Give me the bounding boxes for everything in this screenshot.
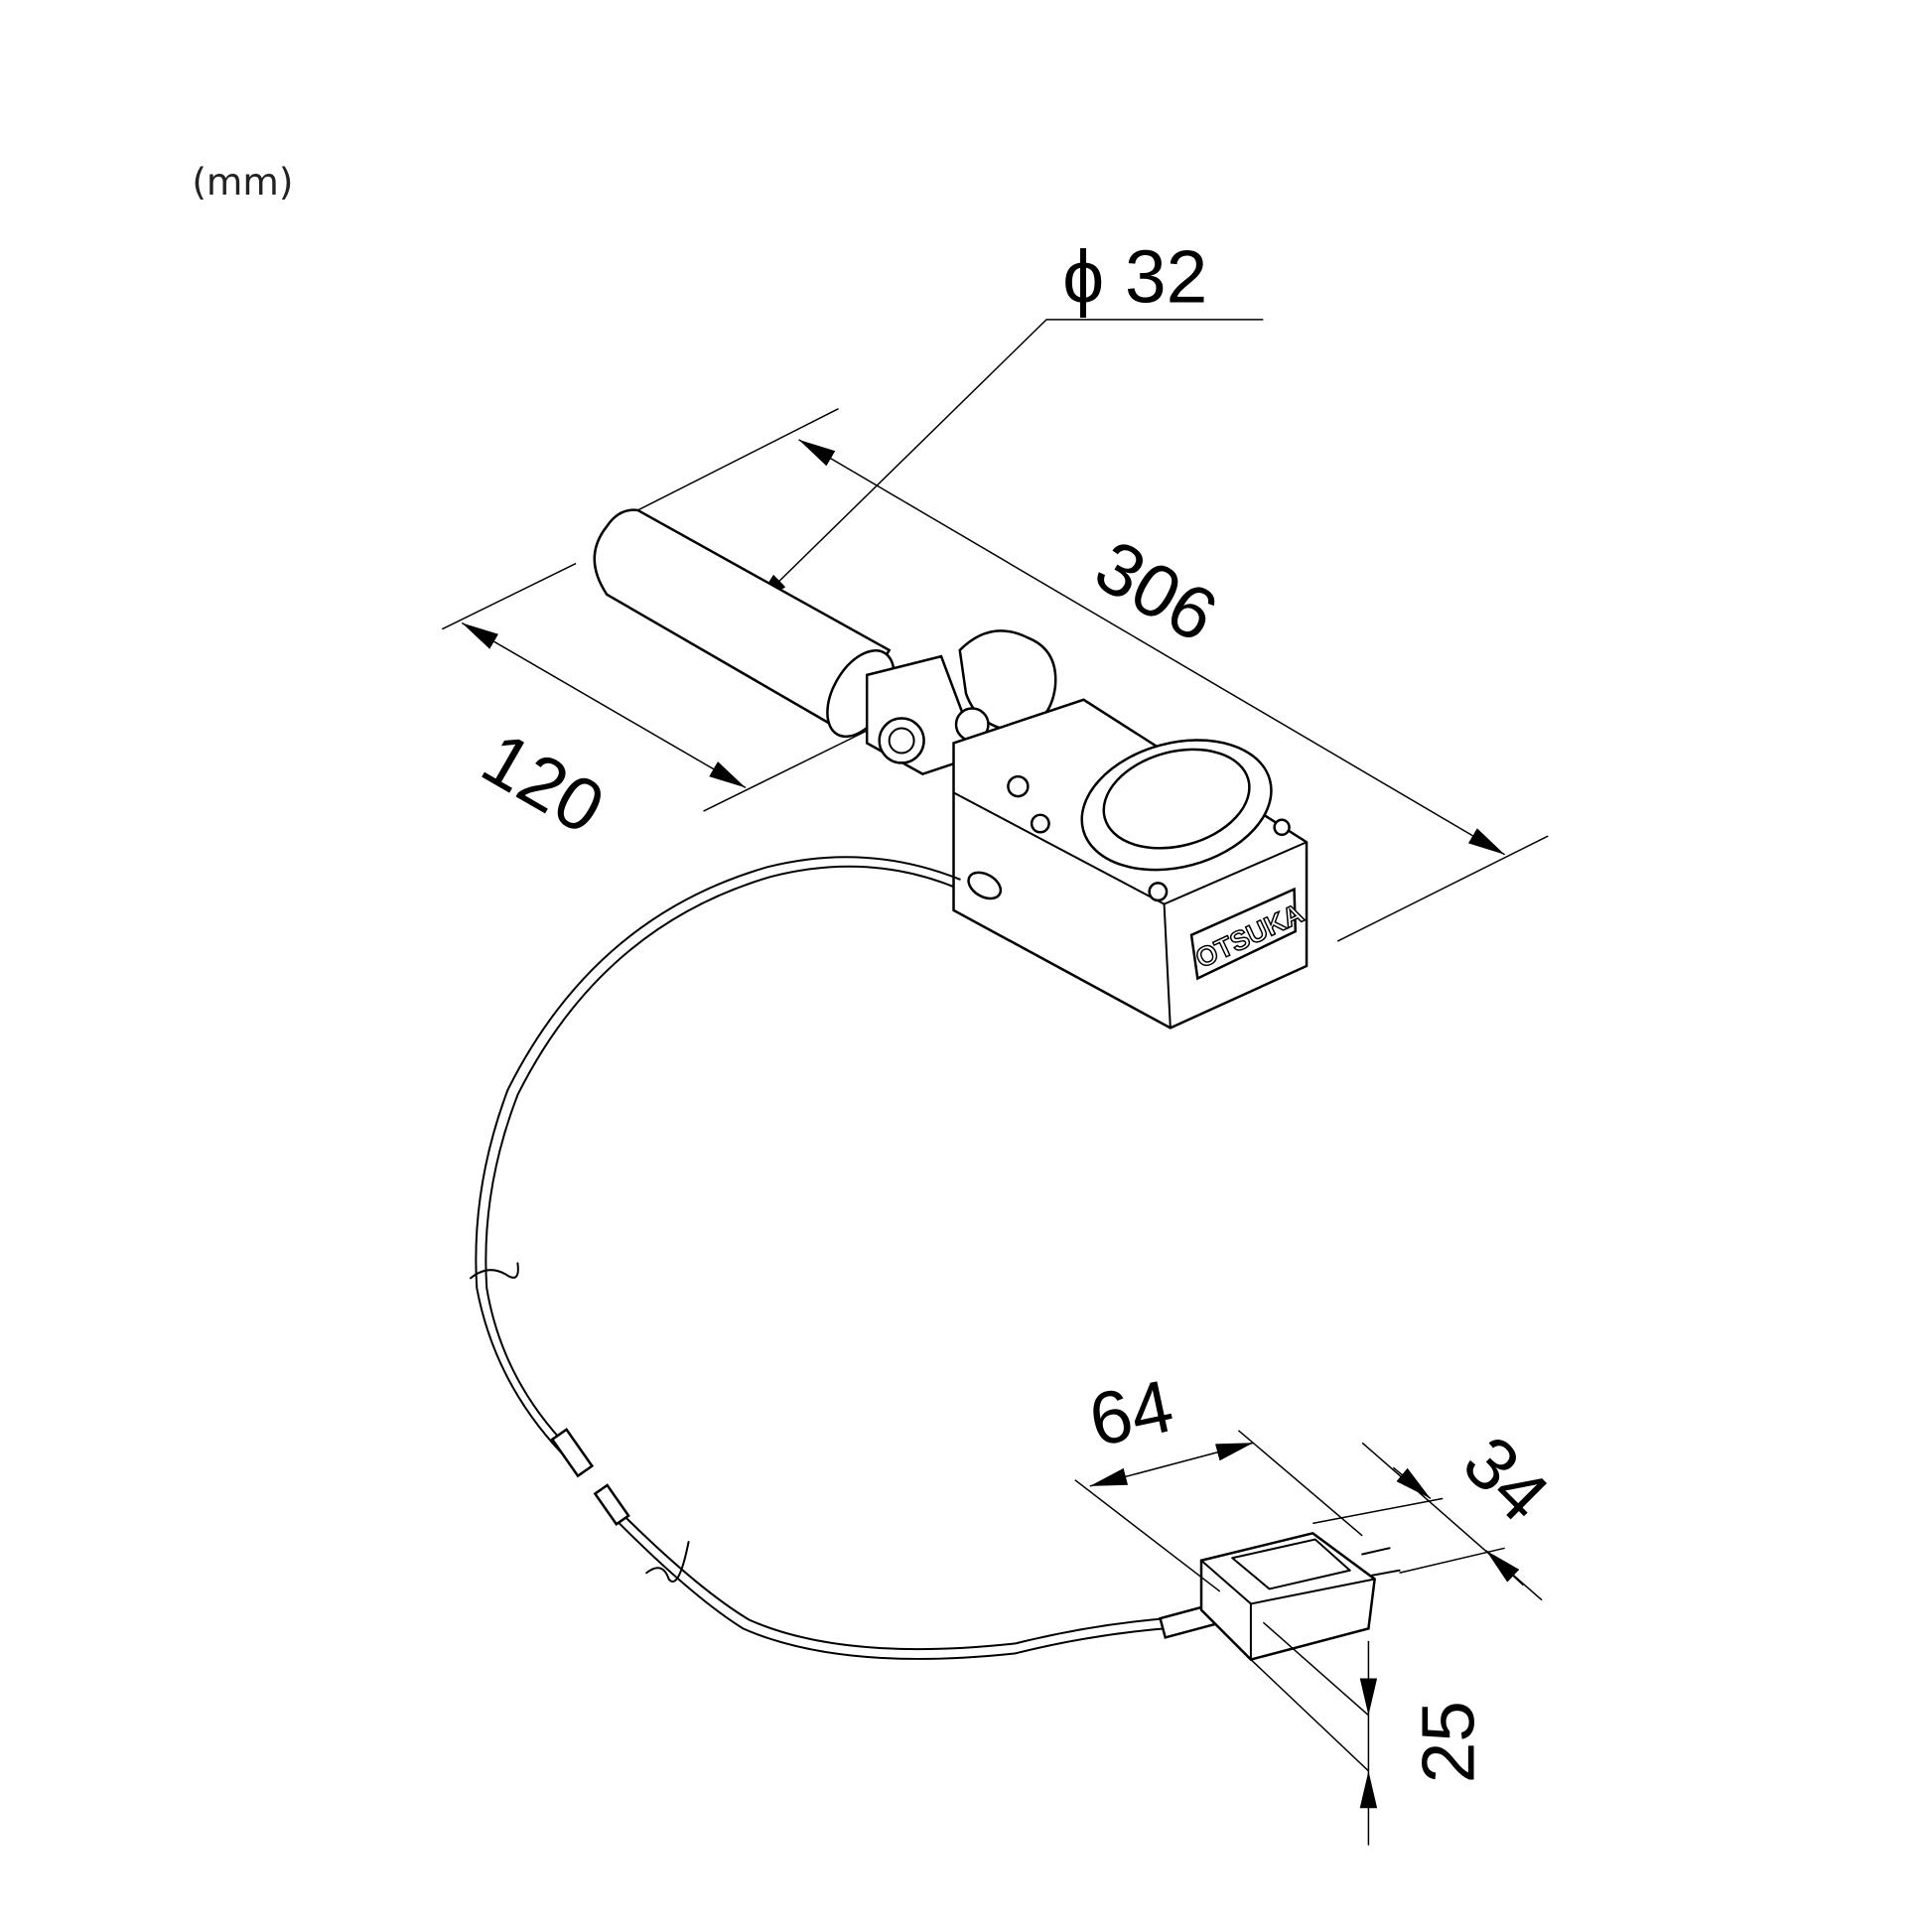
illuminator-body: OTSUKA bbox=[952, 698, 1309, 1030]
light-tube bbox=[593, 508, 896, 739]
adapter-length-dimension: 64 bbox=[1074, 1363, 1363, 1592]
clamp-bolt-icon bbox=[878, 717, 925, 764]
knob-icon bbox=[958, 629, 1057, 733]
lens bbox=[1102, 748, 1251, 850]
power-cable bbox=[470, 856, 1227, 1660]
clamp-assembly bbox=[865, 629, 1057, 776]
unit-label: (mm) bbox=[192, 160, 293, 204]
diameter-label: ϕ 32 bbox=[1062, 234, 1207, 318]
width-label: 120 bbox=[469, 716, 618, 850]
plug-prongs bbox=[1361, 1547, 1401, 1577]
adapter-width-label: 34 bbox=[1448, 1420, 1565, 1537]
length-label: 306 bbox=[1082, 523, 1231, 657]
adapter-length-label: 64 bbox=[1082, 1363, 1180, 1461]
ac-adapter bbox=[1199, 1531, 1401, 1661]
adapter-height-dimension: 25 bbox=[1250, 1621, 1489, 1846]
cable-connector bbox=[967, 871, 1003, 900]
adapter-height-label: 25 bbox=[1406, 1701, 1489, 1783]
diameter-dimension: ϕ 32 bbox=[752, 234, 1264, 608]
inline-connector bbox=[550, 1428, 595, 1478]
